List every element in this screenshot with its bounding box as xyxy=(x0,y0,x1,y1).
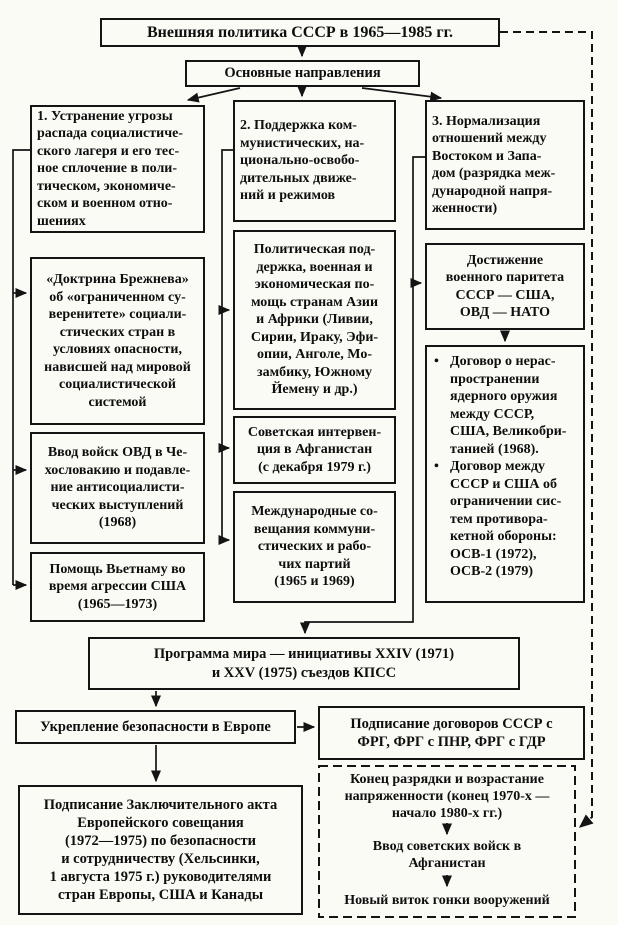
bullet-icon: • xyxy=(434,459,439,474)
node-direction-1: 1. Устранение угрозы распада социалистич… xyxy=(30,105,205,233)
node-soviet-troops-afghanistan: Ввод советских войск в Афганистан xyxy=(372,839,522,872)
node-vietnam-aid: Помощь Вьетнаму во время агрессии США (1… xyxy=(30,552,205,622)
list-item: • Договор между СССР и США об ограничени… xyxy=(434,458,580,581)
node-detente-end: Конец разрядки и возрастание напряженнос… xyxy=(344,772,550,822)
node-title: Внешняя политика СССР в 1965—1985 гг. xyxy=(100,18,500,47)
node-arms-race: Новый виток гонки вооружений xyxy=(344,893,550,908)
node-ovd-czechoslovakia: Ввод войск ОВД в Че- хословакию и подавл… xyxy=(30,432,205,544)
node-direction-2: 2. Поддержка ком- мунистических, на- цио… xyxy=(233,100,396,222)
node-detente-end-zone: Конец разрядки и возрастание напряженнос… xyxy=(318,765,576,918)
node-peace-program: Программа мира — инициативы XXIV (1971) … xyxy=(88,637,520,690)
node-party-meetings: Международные со- вещания коммуни- стиче… xyxy=(233,491,396,603)
node-main-directions: Основные направления xyxy=(185,60,420,87)
node-asia-africa-support: Политическая под- держка, военная и экон… xyxy=(233,230,396,410)
node-afghanistan-intervention: Советская интервен- ция в Афганистан (с … xyxy=(233,416,396,484)
node-frg-treaties: Подписание договоров СССР с ФРГ, ФРГ с П… xyxy=(318,706,585,760)
treaty-item-text: Договор между СССР и США об ограничении … xyxy=(450,459,562,579)
node-military-parity: Достижение военного паритета СССР — США,… xyxy=(425,243,585,330)
treaty-item-text: Договор о нерас- пространении ядерного о… xyxy=(450,354,567,457)
bullet-icon: • xyxy=(434,354,439,369)
node-brezhnev-doctrine: «Доктрина Брежнева» об «ограниченном су-… xyxy=(30,257,205,425)
node-europe-security: Укрепление безопасности в Европе xyxy=(15,710,296,744)
node-treaties-list: • Договор о нерас- пространении ядерного… xyxy=(425,345,585,603)
list-item: • Договор о нерас- пространении ядерного… xyxy=(434,353,580,458)
node-helsinki-final-act: Подписание Заключительного акта Европейс… xyxy=(18,785,303,915)
node-direction-3: 3. Нормализация отношений между Востоком… xyxy=(425,100,585,230)
